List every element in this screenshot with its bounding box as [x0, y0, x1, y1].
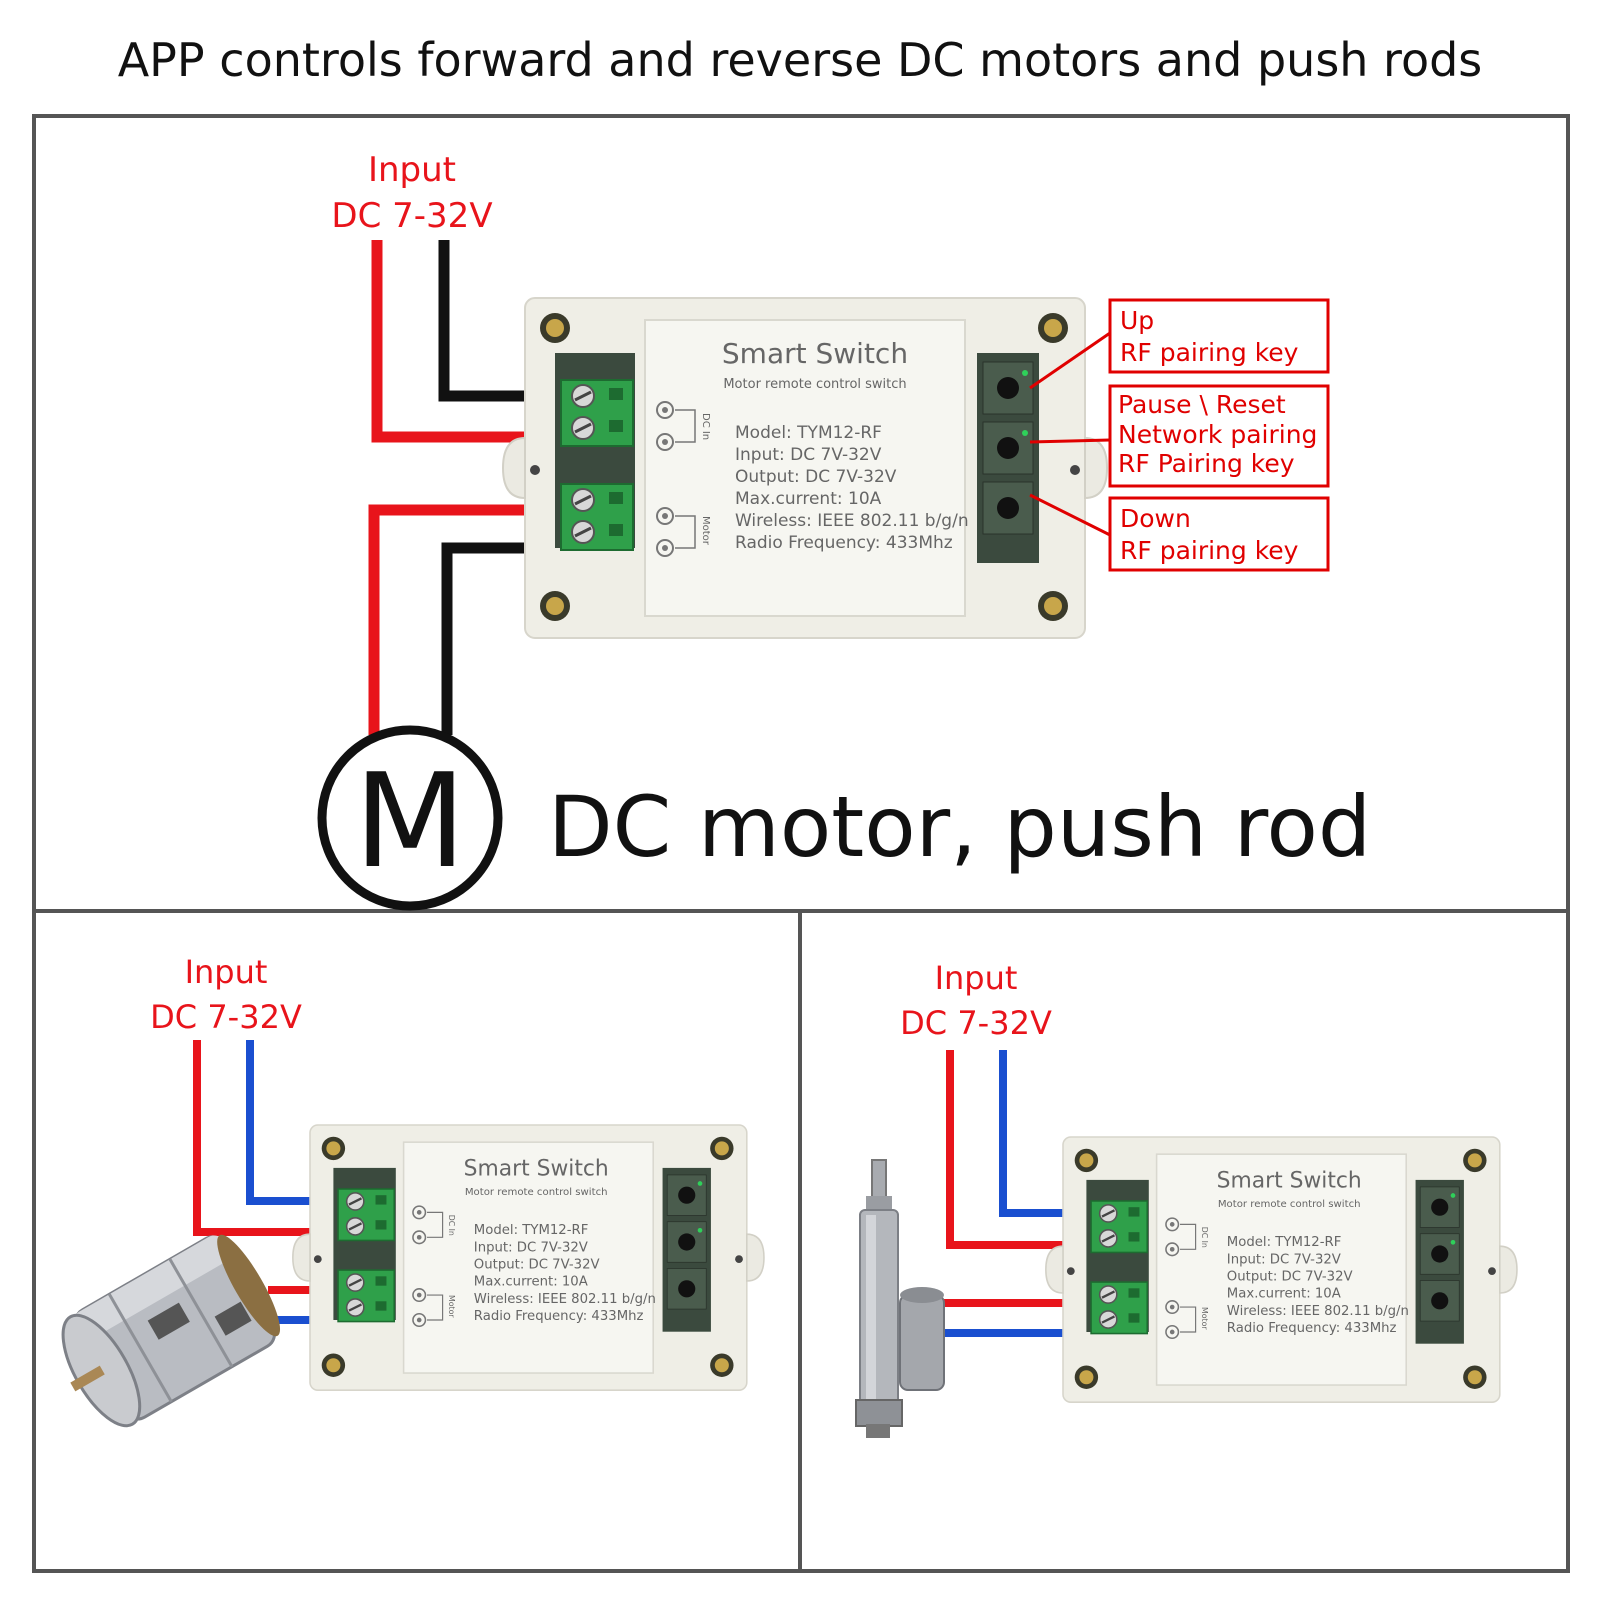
device-spec-1: Input: DC 7V-32V [735, 445, 882, 465]
br-input-label-line1: Input [935, 959, 1018, 997]
bottom-right-panel-frame [798, 909, 1570, 1573]
motor-wire-red [368, 504, 562, 735]
input-wire-black [438, 240, 562, 402]
callout-pointer-down [1029, 493, 1111, 537]
page-title: APP controls forward and reverse DC moto… [118, 33, 1483, 87]
relay-module-main: Smart Switch Motor remote control switch… [501, 296, 1109, 640]
bl-port-label-dc-in: DC In [447, 1215, 456, 1236]
br-device-spec-2: Output: DC 7V-32V [1227, 1270, 1353, 1285]
callout-up-line2: RF pairing key [1120, 338, 1299, 367]
br-port-label-motor: Motor [1200, 1307, 1209, 1330]
relay-module-bottom-right: Smart Switch Motor remote control switch… [1044, 1135, 1519, 1404]
bl-device-spec-1: Input: DC 7V-32V [474, 1240, 588, 1255]
input-label-line2: DC 7-32V [331, 196, 492, 236]
br-device-spec-1: Input: DC 7V-32V [1227, 1252, 1341, 1267]
linear-actuator-image [855, 1159, 945, 1438]
br-device-spec-3: Max.current: 10A [1227, 1287, 1341, 1302]
device-spec-4: Wireless: IEEE 802.11 b/g/n [735, 511, 969, 531]
callout-up-line1: Up [1120, 306, 1154, 335]
callout-pause-line1: Pause \ Reset [1118, 390, 1286, 419]
callout-down-line1: Down [1120, 504, 1191, 533]
motor-symbol-letter: M [354, 745, 466, 897]
br-device-spec-5: Radio Frequency: 433Mhz [1227, 1321, 1397, 1336]
bl-input-label-line2: DC 7-32V [150, 998, 302, 1036]
bl-device-spec-3: Max.current: 10A [474, 1275, 588, 1290]
input-wire-red [371, 240, 562, 443]
bl-device-spec-0: Model: TYM12-RF [474, 1223, 589, 1238]
callout-box-up [1108, 298, 1330, 374]
bottom-right-panel: Input DC 7-32V Smart Switch Motor remote… [855, 959, 1519, 1438]
callout-box-down [1108, 496, 1330, 572]
relay-module-bottom-left: Smart Switch Motor remote control switch… [291, 1123, 766, 1392]
br-device-subtitle: Motor remote control switch [1218, 1199, 1361, 1210]
br-device-brand: Smart Switch [1217, 1169, 1362, 1194]
motor-wire-black [441, 542, 562, 735]
br-device-spec-0: Model: TYM12-RF [1227, 1235, 1342, 1250]
bl-device-subtitle: Motor remote control switch [465, 1187, 608, 1198]
device-subtitle: Motor remote control switch [723, 377, 906, 392]
callout-down-line2: RF pairing key [1120, 536, 1299, 565]
callout-pointer-pause [1029, 438, 1111, 444]
bottom-left-panel: Input DC 7-32V Smart Switch Motor remote… [61, 953, 766, 1428]
motor-symbol-circle [317, 725, 503, 911]
bl-device-spec-4: Wireless: IEEE 802.11 b/g/n [474, 1292, 656, 1307]
br-input-label-line2: DC 7-32V [900, 1004, 1052, 1042]
br-device-spec-4: Wireless: IEEE 802.11 b/g/n [1227, 1304, 1409, 1319]
device-spec-3: Max.current: 10A [735, 489, 882, 509]
bl-port-label-motor: Motor [447, 1295, 456, 1318]
br-input-wire-red [946, 1050, 1097, 1249]
callout-pause-line3: RF Pairing key [1118, 449, 1295, 478]
callout-pointer-up [1029, 331, 1111, 390]
port-label-motor: Motor [700, 516, 711, 546]
motor-caption: DC motor, push rod [548, 778, 1371, 876]
callout-pause-line2: Network pairing [1118, 420, 1317, 449]
bl-device-brand: Smart Switch [464, 1157, 609, 1182]
dc-motor-image [61, 1234, 281, 1428]
top-panel: Input DC 7-32V Smart Switch Motor remote… [317, 150, 1371, 911]
bl-input-wire-red [193, 1040, 345, 1236]
device-spec-0: Model: TYM12-RF [735, 423, 882, 443]
input-label-line1: Input [368, 150, 456, 190]
br-port-label-dc-in: DC In [1200, 1227, 1209, 1248]
device-spec-2: Output: DC 7V-32V [735, 467, 897, 487]
device-brand: Smart Switch [722, 337, 908, 370]
bl-input-label-line1: Input [185, 953, 268, 991]
callout-box-pause [1108, 384, 1330, 488]
port-label-dc-in: DC In [700, 413, 711, 440]
bl-device-spec-2: Output: DC 7V-32V [474, 1258, 600, 1273]
bl-device-spec-5: Radio Frequency: 433Mhz [474, 1309, 644, 1324]
device-spec-5: Radio Frequency: 433Mhz [735, 533, 953, 553]
